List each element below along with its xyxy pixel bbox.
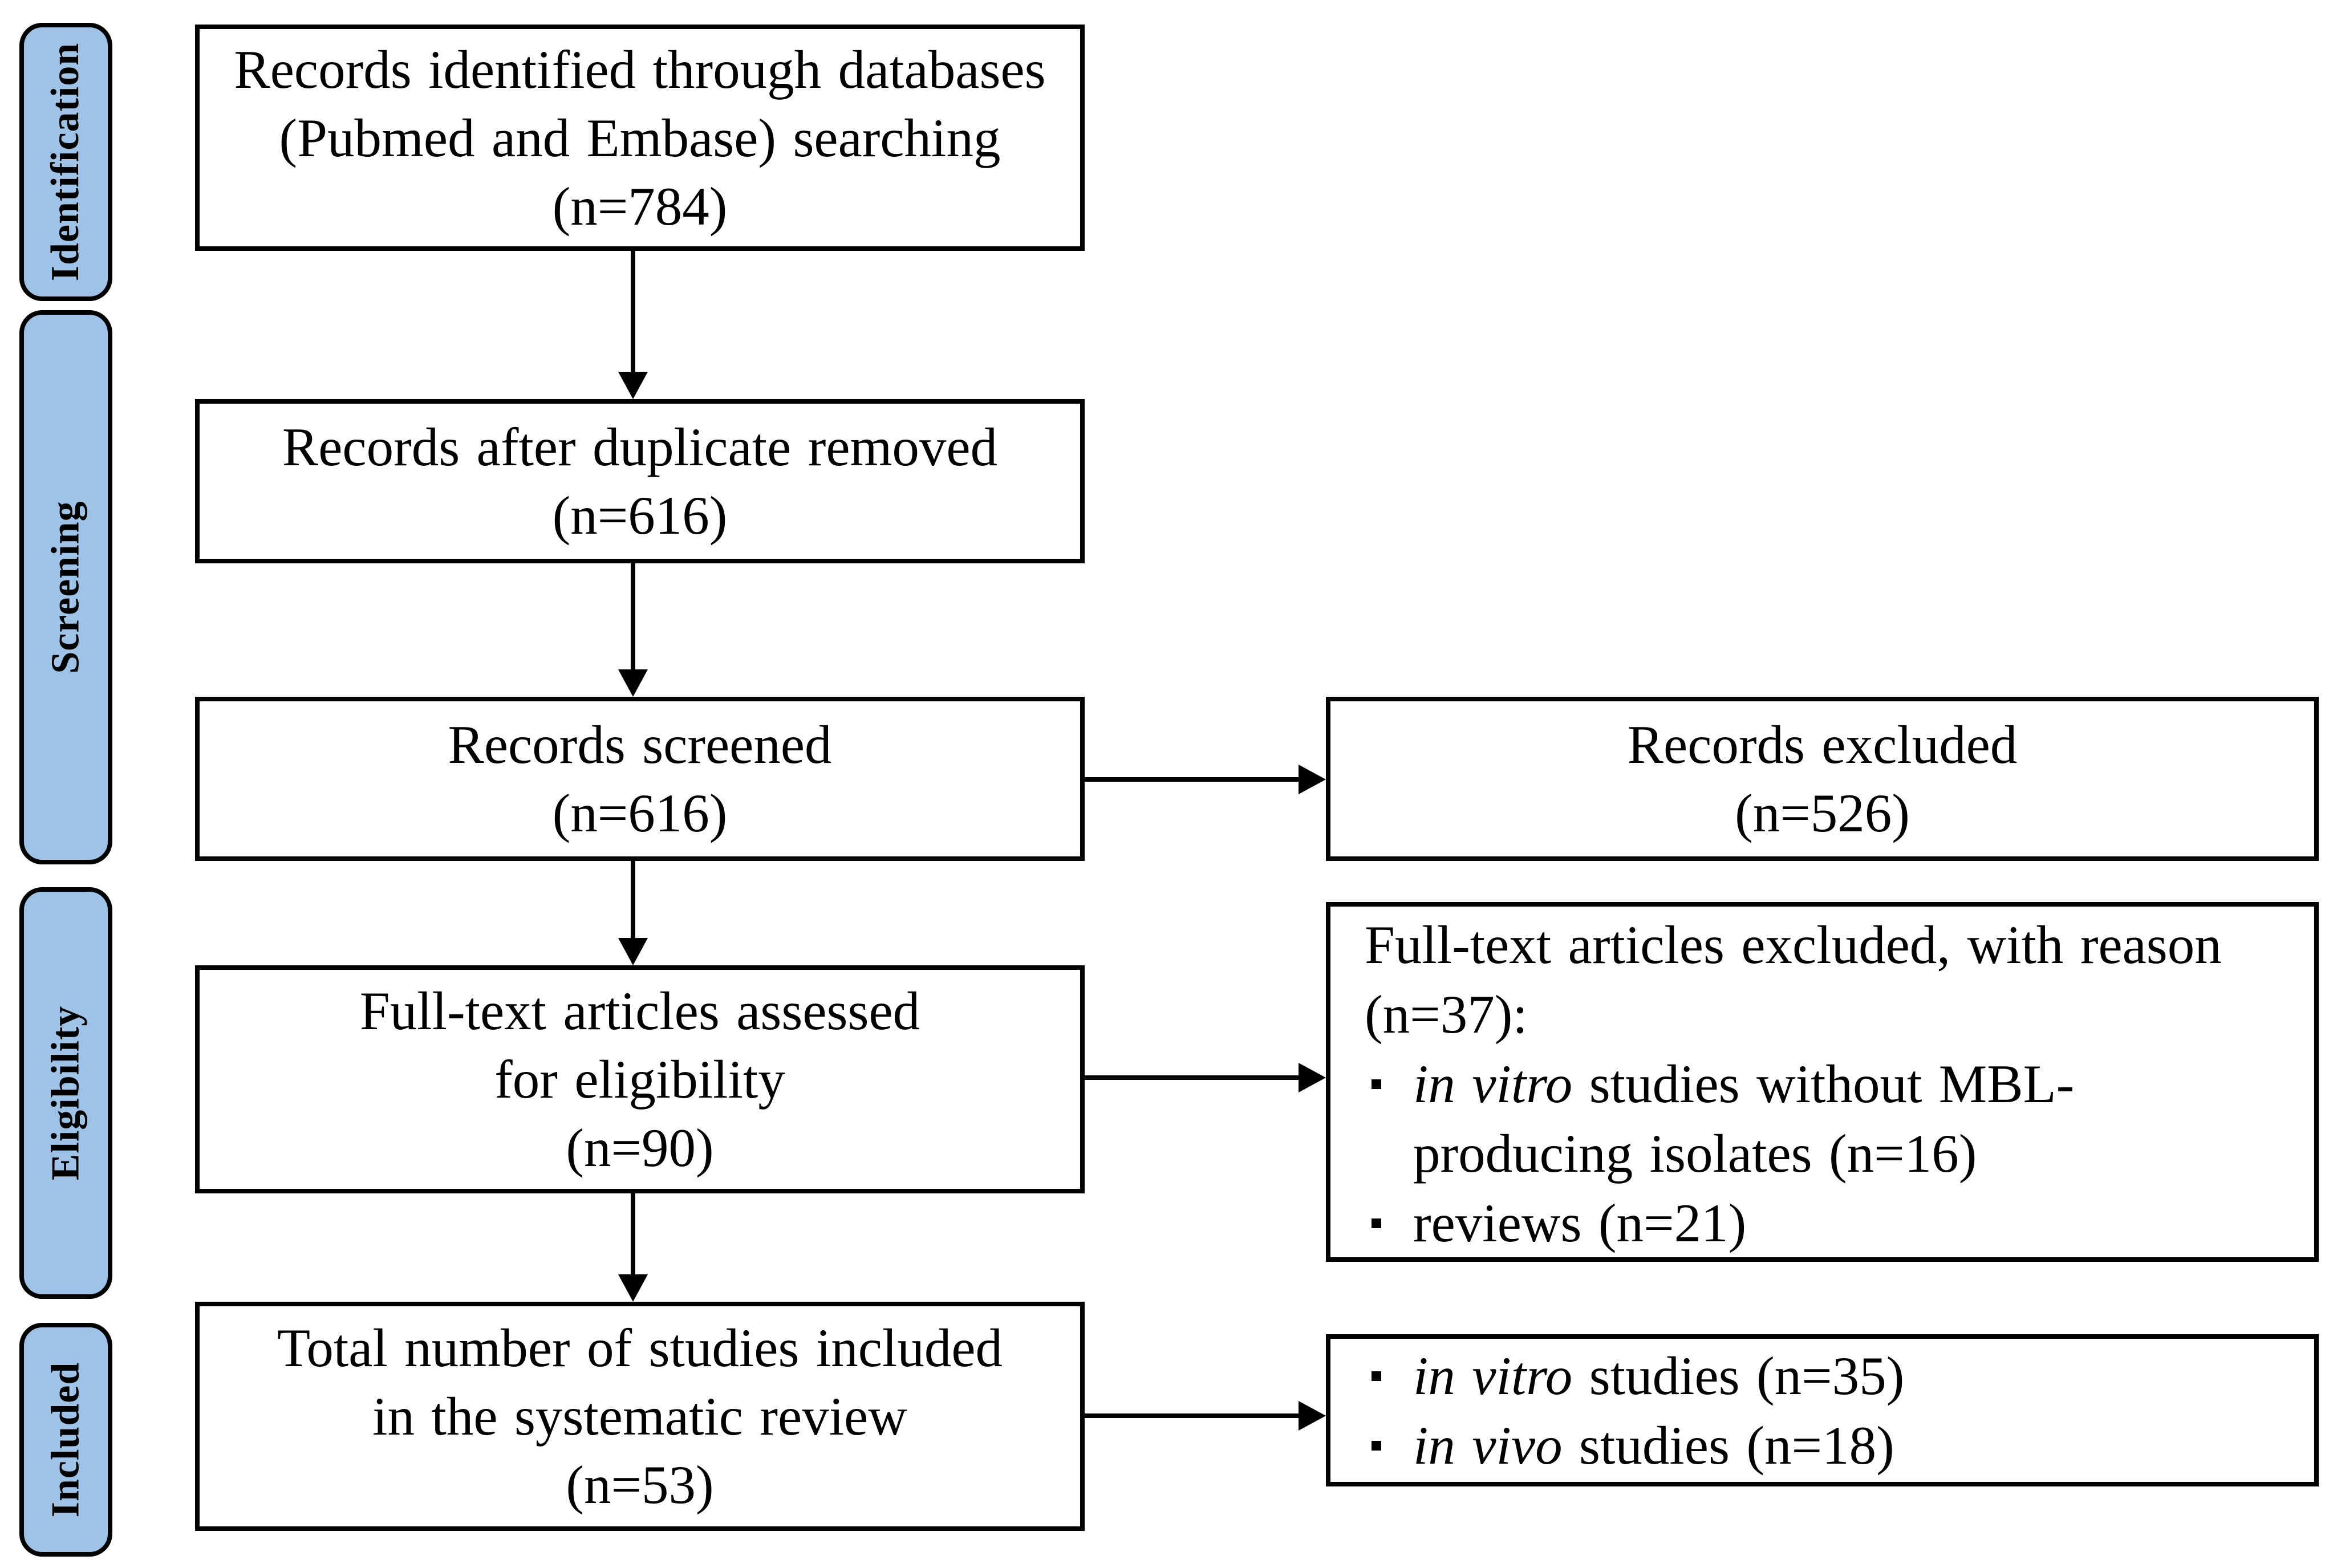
latin-term: in vitro [1413,1054,1573,1114]
arrow-down-identified-to-dedup-head [618,372,648,399]
box-records-after-duplicates-count: (n=616) [552,485,728,546]
stage-eligibility-label: Eligibility [43,1005,88,1181]
bullet-marker [1372,1079,1381,1089]
arrow-down-screened-to-fulltext-line [631,861,635,940]
box-fulltext-assessed-count: (n=90) [566,1118,714,1178]
arrow-down-dedup-to-screened-line [631,563,635,671]
reason-text: reviews (n=21) [1413,1193,1747,1253]
fulltext-excluded-reason-item: reviews (n=21) [1365,1188,2297,1258]
fulltext-excluded-reason-text: in vitro studies without MBL-producing i… [1413,1049,2212,1188]
box-records-identified-line: Records identified through databases [234,39,1046,100]
box-records-excluded: Records excluded (n=526) [1326,697,2319,861]
box-records-identified-line: (Pubmed and Embase) searching [279,107,1001,168]
arrow-right-screened-to-excluded-head [1299,765,1326,794]
box-total-included: Total number of studies included in the … [195,1302,1085,1531]
box-total-included-line: Total number of studies included [277,1318,1003,1378]
arrow-down-screened-to-fulltext-head [618,938,648,965]
box-records-after-duplicates-line: Records after duplicate removed [282,417,998,477]
arrow-down-dedup-to-screened-head [618,669,648,697]
arrow-right-fulltext-to-excluded-head [1299,1063,1326,1092]
box-records-screened-count: (n=616) [552,783,728,843]
box-total-included-line: in the systematic review [372,1386,907,1447]
box-fulltext-excluded-title: Full-text articles excluded, with reason [1365,915,2222,975]
box-fulltext-assessed-line: for eligibility [494,1049,785,1110]
arrow-down-fulltext-to-included-line [631,1193,635,1276]
box-fulltext-assessed: Full-text articles assessed for eligibil… [195,965,1085,1193]
box-fulltext-assessed-line: Full-text articles assessed [359,981,920,1041]
arrow-right-included-to-breakdown-head [1299,1401,1326,1431]
stage-screening-label: Screening [43,501,88,674]
fulltext-excluded-reason-text: reviews (n=21) [1413,1188,1746,1258]
bullet-marker [1372,1371,1381,1381]
stage-included-label: Included [43,1362,88,1518]
box-fulltext-excluded: Full-text articles excluded, with reason… [1326,902,2319,1262]
arrow-down-identified-to-dedup-line [631,251,635,373]
included-breakdown-text: in vivo studies (n=18) [1413,1411,1894,1480]
bullet-marker [1372,1440,1381,1451]
stage-identification: Identification [19,23,112,301]
box-records-screened-line: Records screened [448,714,832,775]
box-records-excluded-line: Records excluded [1627,714,2018,775]
included-breakdown-item: in vitro studies (n=35) [1365,1341,2297,1411]
box-records-after-duplicates: Records after duplicate removed (n=616) [195,399,1085,563]
breakdown-text: studies (n=35) [1572,1345,1905,1406]
box-records-identified: Records identified through databases (Pu… [195,25,1085,251]
box-total-included-count: (n=53) [566,1455,714,1515]
breakdown-text: studies (n=18) [1562,1415,1894,1476]
reason-text: studies without MBL-producing isolates (… [1413,1054,2075,1184]
stage-identification-label: Identification [43,42,88,282]
box-records-identified-count: (n=784) [552,176,728,237]
box-fulltext-excluded-count: (n=37): [1365,984,1528,1045]
box-records-screened: Records screened (n=616) [195,697,1085,861]
arrow-right-included-to-breakdown-line [1085,1413,1300,1418]
arrow-right-fulltext-to-excluded-line [1085,1075,1300,1080]
latin-term: in vitro [1413,1345,1573,1406]
included-breakdown-item: in vivo studies (n=18) [1365,1411,2297,1480]
box-records-excluded-count: (n=526) [1735,783,1910,843]
latin-term: in vivo [1413,1415,1563,1476]
stage-screening: Screening [19,310,112,864]
arrow-down-fulltext-to-included-head [618,1274,648,1302]
bullet-marker [1372,1218,1381,1228]
stage-eligibility: Eligibility [19,887,112,1299]
included-breakdown-text: in vitro studies (n=35) [1413,1341,1904,1411]
stage-included: Included [19,1323,112,1557]
fulltext-excluded-reason-item: in vitro studies without MBL-producing i… [1365,1049,2297,1188]
box-included-breakdown: in vitro studies (n=35) in vivo studies … [1326,1334,2319,1486]
arrow-right-screened-to-excluded-line [1085,777,1300,782]
